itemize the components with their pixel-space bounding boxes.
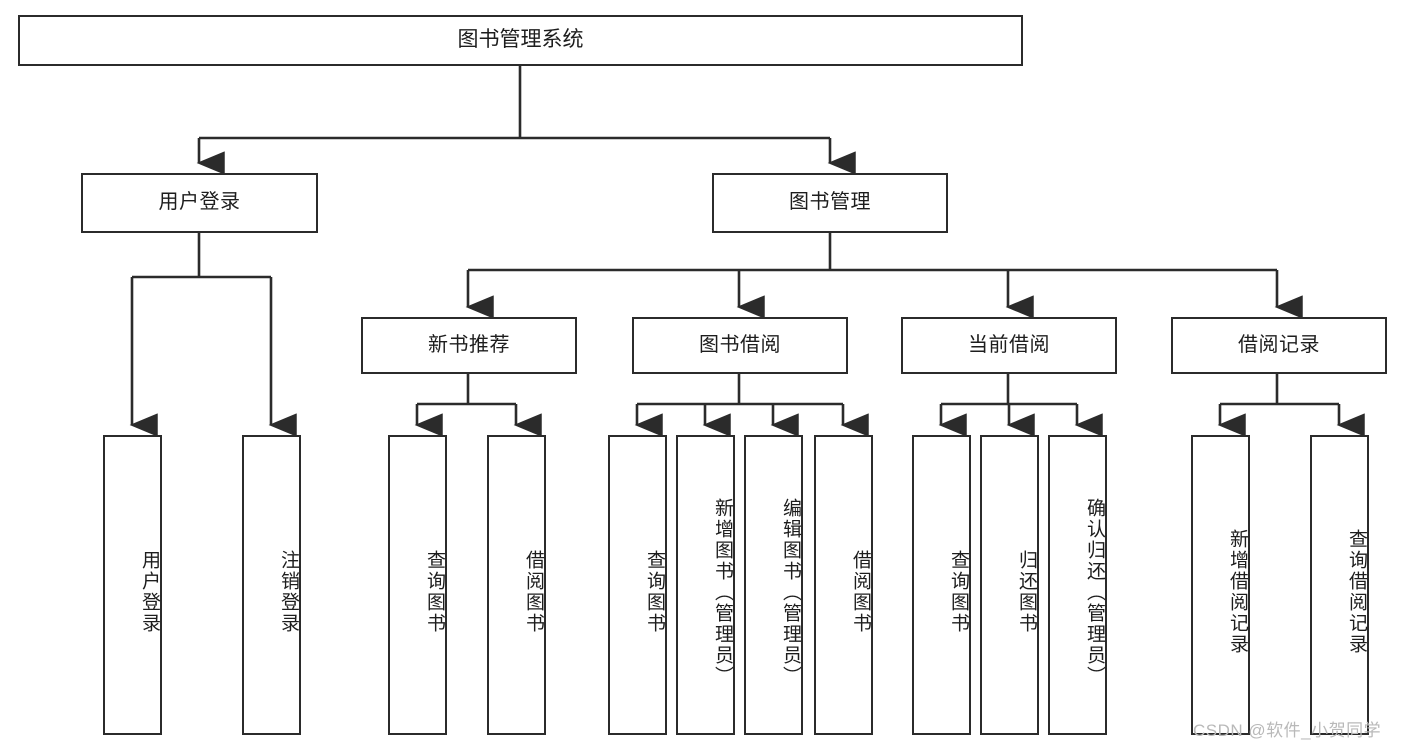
leaf-add-record-label: 新增借阅记录 (1227, 529, 1248, 655)
leaf-query-book-2[interactable]: 查询图书 (608, 435, 667, 735)
leaf-query-book-3-label: 查询图书 (948, 550, 969, 634)
leaf-query-book-1[interactable]: 查询图书 (388, 435, 447, 735)
leaf-edit-book-label: 编辑图书（管理员） (780, 497, 801, 687)
node-root-label: 图书管理系统 (457, 28, 584, 52)
leaf-query-book-1-label: 查询图书 (424, 550, 445, 634)
node-borrow-record[interactable]: 借阅记录 (1171, 317, 1387, 374)
leaf-add-book[interactable]: 新增图书（管理员） (676, 435, 735, 735)
leaf-edit-book[interactable]: 编辑图书（管理员） (744, 435, 803, 735)
leaf-borrow-book-2[interactable]: 借阅图书 (814, 435, 873, 735)
node-book-manage[interactable]: 图书管理 (712, 173, 948, 233)
node-book-borrow[interactable]: 图书借阅 (632, 317, 848, 374)
node-current-borrow[interactable]: 当前借阅 (901, 317, 1117, 374)
node-book-manage-label: 图书管理 (789, 191, 871, 214)
node-book-borrow-label: 图书借阅 (699, 333, 781, 356)
node-new-book-rec-label: 新书推荐 (428, 333, 510, 356)
leaf-return-book-label: 归还图书 (1016, 550, 1037, 634)
leaf-logout[interactable]: 注销登录 (242, 435, 301, 735)
node-user-login[interactable]: 用户登录 (81, 173, 318, 233)
leaf-query-record[interactable]: 查询借阅记录 (1310, 435, 1369, 735)
watermark: CSDN @软件_小贺同学 (1193, 721, 1382, 740)
leaf-borrow-book-1-label: 借阅图书 (523, 550, 544, 634)
node-current-borrow-label: 当前借阅 (968, 333, 1050, 356)
leaf-borrow-book-1[interactable]: 借阅图书 (487, 435, 546, 735)
leaf-borrow-book-2-label: 借阅图书 (850, 550, 871, 634)
leaf-query-book-2-label: 查询图书 (644, 550, 665, 634)
node-root[interactable]: 图书管理系统 (18, 15, 1023, 66)
leaf-add-book-label: 新增图书（管理员） (712, 497, 733, 687)
leaf-confirm-return-label: 确认归还（管理员） (1084, 497, 1105, 687)
leaf-query-book-3[interactable]: 查询图书 (912, 435, 971, 735)
node-new-book-rec[interactable]: 新书推荐 (361, 317, 577, 374)
leaf-add-record[interactable]: 新增借阅记录 (1191, 435, 1250, 735)
leaf-user-login-label: 用户登录 (139, 550, 160, 634)
node-borrow-record-label: 借阅记录 (1238, 333, 1320, 356)
node-user-login-label: 用户登录 (158, 191, 241, 214)
leaf-query-record-label: 查询借阅记录 (1346, 529, 1367, 655)
leaf-confirm-return[interactable]: 确认归还（管理员） (1048, 435, 1107, 735)
leaf-logout-label: 注销登录 (278, 550, 299, 634)
leaf-user-login[interactable]: 用户登录 (103, 435, 162, 735)
leaf-return-book[interactable]: 归还图书 (980, 435, 1039, 735)
